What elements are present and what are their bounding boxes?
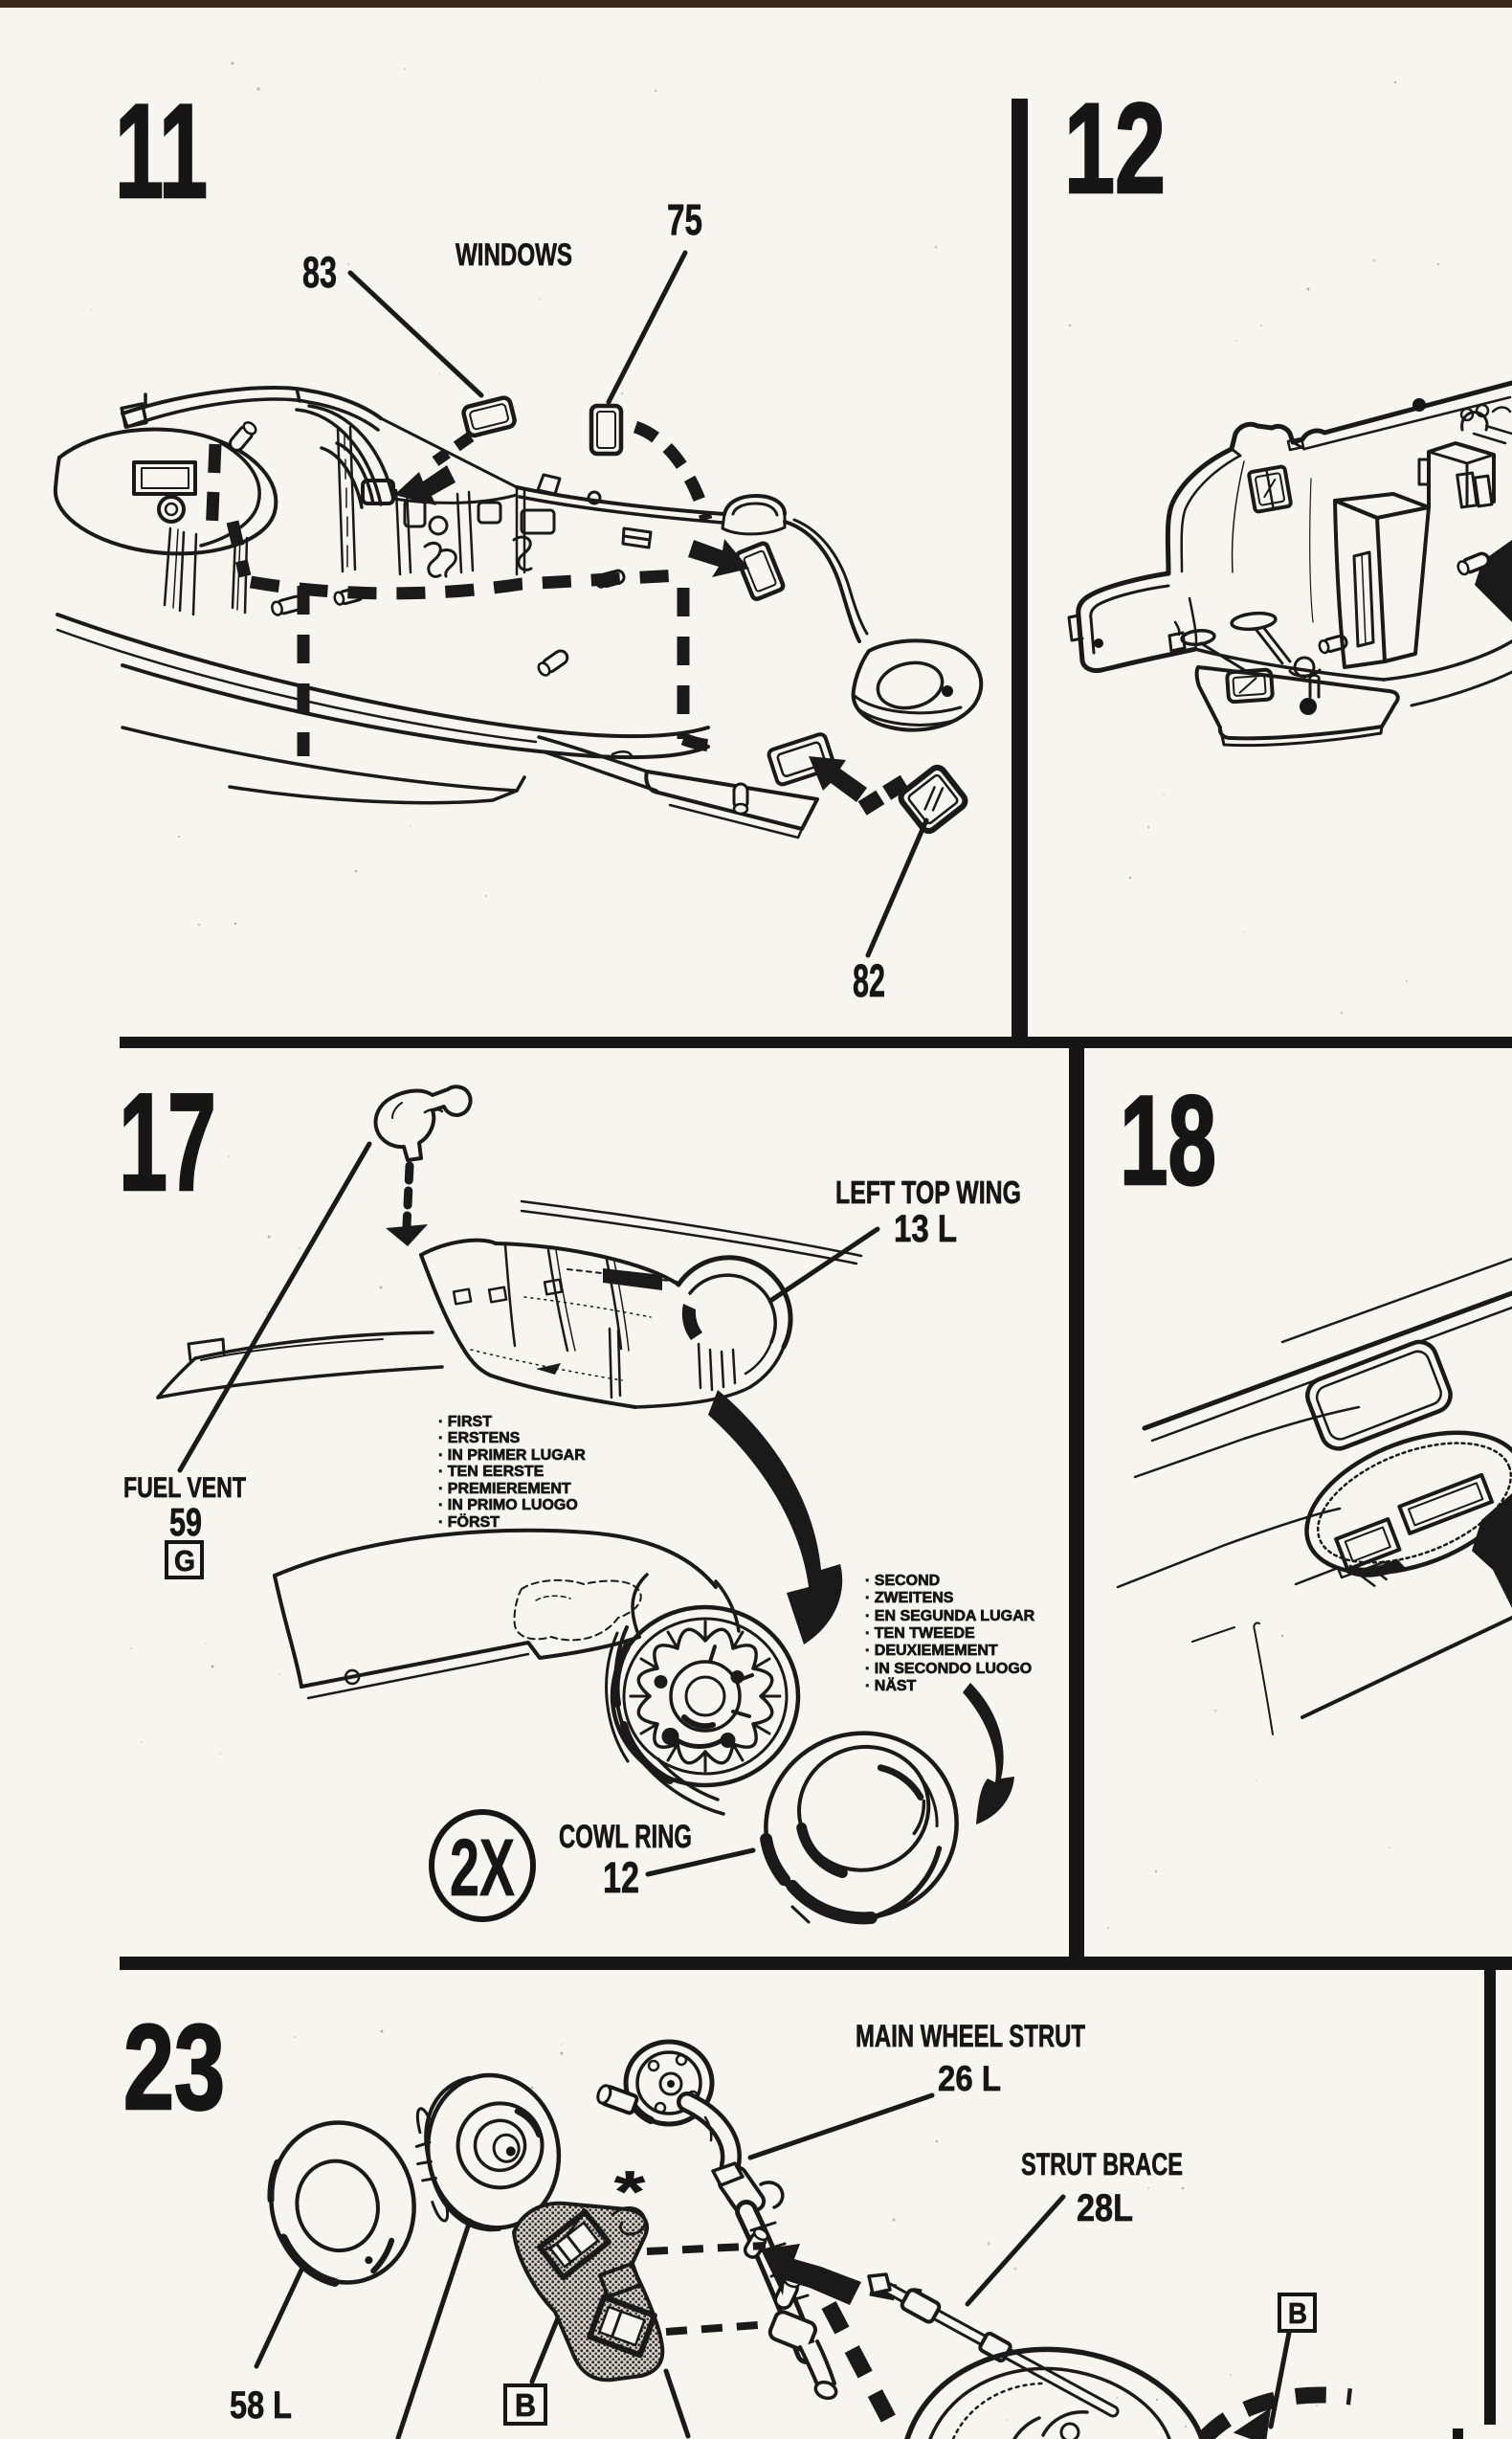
svg-text:12: 12 [603,1853,639,1902]
svg-text:18: 18 [1120,1070,1216,1212]
svg-text:MAIN WHEEL STRUT: MAIN WHEEL STRUT [856,2019,1085,2053]
svg-text:· NÄST: · NÄST [865,1677,917,1694]
svg-text:59: 59 [169,1500,202,1544]
svg-text:· IN PRIMER LUGAR: · IN PRIMER LUGAR [438,1447,586,1464]
svg-text:B: B [515,2387,536,2423]
svg-text:23: 23 [123,2000,225,2135]
svg-text:83: 83 [302,248,337,297]
svg-text:· FIRST: · FIRST [438,1414,492,1430]
svg-text:COWL RING: COWL RING [559,1819,692,1855]
svg-text:· DEUXIEMEMENT: · DEUXIEMEMENT [865,1643,998,1659]
svg-text:13 L: 13 L [894,1208,957,1250]
svg-text:28L: 28L [1077,2187,1133,2229]
svg-text:75: 75 [667,195,702,244]
svg-text:· ERSTENS: · ERSTENS [438,1430,521,1446]
svg-text:12: 12 [1064,78,1166,220]
svg-text:· EN SEGUNDA LUGAR: · EN SEGUNDA LUGAR [865,1608,1035,1624]
svg-text:· SECOND: · SECOND [865,1573,940,1589]
svg-text:· ZWEITENS: · ZWEITENS [865,1590,954,1606]
svg-text:17: 17 [119,1064,216,1220]
svg-text:WINDOWS: WINDOWS [456,237,572,272]
svg-text:LEFT TOP WING: LEFT TOP WING [835,1175,1021,1210]
svg-text:58 L: 58 L [230,2384,292,2427]
svg-text:26 L: 26 L [938,2059,1001,2098]
svg-text:· TEN EERSTE: · TEN EERSTE [438,1464,545,1480]
svg-text:2X: 2X [450,1823,515,1913]
svg-text:82: 82 [853,956,885,1007]
svg-text:FUEL VENT: FUEL VENT [123,1472,246,1504]
svg-text:B: B [1288,2296,1307,2330]
svg-text:· IN PRIMO LUOGO: · IN PRIMO LUOGO [438,1497,578,1513]
svg-text:· PREMIEREMENT: · PREMIEREMENT [438,1481,571,1497]
svg-text:G: G [174,1544,195,1578]
svg-text:STRUT BRACE: STRUT BRACE [1021,2147,1183,2182]
svg-text:· TEN TWEEDE: · TEN TWEEDE [865,1625,975,1642]
svg-text:· IN SECONDO LUOGO: · IN SECONDO LUOGO [865,1661,1032,1677]
svg-text:11: 11 [115,76,208,226]
svg-text:· FÖRST: · FÖRST [438,1512,500,1531]
